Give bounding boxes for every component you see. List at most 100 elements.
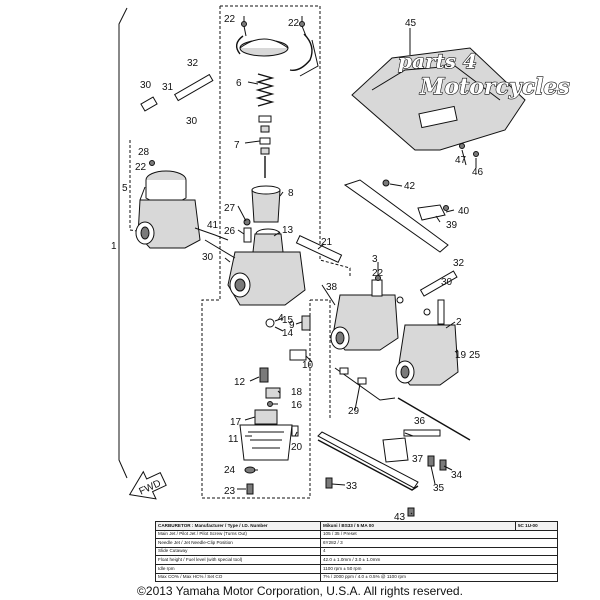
callout-30d: 30 xyxy=(441,277,453,288)
float xyxy=(254,409,278,425)
screw-22a xyxy=(241,21,247,27)
part-26 xyxy=(243,227,252,243)
fwd-arrow: FWD xyxy=(128,470,167,500)
rod-36 xyxy=(403,429,441,437)
callout-7: 7 xyxy=(234,140,240,151)
callout-20: 20 xyxy=(291,442,303,453)
callout-22d: 22 xyxy=(372,268,384,279)
hose-32 xyxy=(173,73,214,102)
callout-32b: 32 xyxy=(453,258,465,269)
callout-27: 27 xyxy=(224,203,236,214)
shaft-36 xyxy=(397,397,471,441)
hose-32b xyxy=(419,270,458,297)
bracket-39 xyxy=(417,204,446,221)
callout-36: 36 xyxy=(414,416,426,427)
washer-4 xyxy=(265,318,275,328)
screw-40 xyxy=(443,205,449,211)
spec-row: Needle Jet / Jet Needle-Clip Position 6Y… xyxy=(155,538,558,548)
spec-row: Max CO% / Max HC% / Set CO 7% / 2000 ppm… xyxy=(155,572,558,583)
callout-43: 43 xyxy=(394,512,406,523)
callout-42: 42 xyxy=(404,181,416,192)
callout-1: 1 xyxy=(111,241,117,252)
throttle-slide xyxy=(251,189,281,223)
shaft-41 xyxy=(204,239,236,259)
screw-35 xyxy=(427,455,435,467)
callout-21: 21 xyxy=(321,237,333,248)
callout-30c: 30 xyxy=(202,252,214,263)
callout-39: 39 xyxy=(446,220,458,231)
bar-42 xyxy=(343,179,449,253)
right-carburetors xyxy=(321,270,459,386)
callout-46: 46 xyxy=(472,167,484,178)
linkage-29 xyxy=(334,367,396,401)
center-carburetor xyxy=(204,218,343,495)
clip-right xyxy=(289,33,313,71)
watermark-line1: parts 4 xyxy=(398,49,477,73)
callout-45: 45 xyxy=(405,18,417,29)
spec-row-value: 7% / 2000 ppm / 4.0 ± 0.5% @ 1100 rpm xyxy=(320,572,558,583)
part-20 xyxy=(291,425,299,437)
callout-13: 13 xyxy=(282,225,294,236)
spec-row-label: Slide Cutaway xyxy=(155,546,321,557)
screw-33 xyxy=(325,477,333,489)
callout-19: 19 xyxy=(455,350,467,361)
spec-header-label: CARBURETOR : Manufacturer / Type / I.D. … xyxy=(155,521,321,531)
emblem-plate xyxy=(351,47,526,151)
callout-26: 26 xyxy=(224,226,236,237)
callout-47: 47 xyxy=(455,155,467,166)
spec-row: Slide Cutaway 4 xyxy=(155,546,558,557)
callout-15: 15 xyxy=(282,315,294,326)
left-carb-link xyxy=(194,227,229,241)
callout-4: 4 xyxy=(278,313,284,324)
spec-header-value: Mikuni / BS33 / 5 MA 00 xyxy=(320,521,516,531)
callout-5: 5 xyxy=(122,183,128,194)
washer xyxy=(259,137,271,145)
screw-34 xyxy=(439,459,447,471)
watermark-line2: Motorcycles xyxy=(419,74,570,100)
spec-row-value: 1100 rpm ± 50 rpm xyxy=(320,563,558,574)
callout-30b: 30 xyxy=(186,116,198,127)
callout-2: 2 xyxy=(456,317,462,328)
callout-8: 8 xyxy=(288,188,294,199)
callout-17: 17 xyxy=(230,417,242,428)
spec-row-value: 4 xyxy=(320,546,558,557)
callout-29: 29 xyxy=(348,406,360,417)
emblem-45: parts 4 Motorcycles xyxy=(351,47,570,157)
callout-16: 16 xyxy=(291,400,303,411)
spec-row-value: 105 / 35 / Preset xyxy=(320,529,558,540)
screw-23 xyxy=(246,483,254,495)
float-bowl xyxy=(239,424,293,461)
spec-row: Float height / Fuel level (with special … xyxy=(155,555,558,565)
callout-31: 31 xyxy=(162,82,174,93)
callout-25: 25 xyxy=(469,350,481,361)
needle-clip xyxy=(260,125,270,133)
part-9 xyxy=(301,315,311,331)
spec-row: Main Jet / Pilot Jet / Pilot Screw (Turn… xyxy=(155,529,558,540)
screw-22b xyxy=(299,21,305,27)
callout-41: 41 xyxy=(207,220,219,231)
left-carburetor xyxy=(135,73,229,249)
bar-43-lower xyxy=(317,439,419,491)
screw-22c xyxy=(149,160,155,166)
callout-35: 35 xyxy=(433,483,445,494)
top-cover-dome xyxy=(239,38,289,49)
spec-row-value: 6Y282 / 3 xyxy=(320,538,558,548)
right-kit-outline xyxy=(310,299,331,420)
callout-37: 37 xyxy=(412,454,424,465)
spec-row-label: Max CO% / Max HC% / Set CO xyxy=(155,572,321,583)
top-cap-group xyxy=(235,21,319,223)
spec-row-label: Main Jet / Pilot Jet / Pilot Screw (Turn… xyxy=(155,529,321,540)
screw-47 xyxy=(459,143,465,149)
bracket-37 xyxy=(382,437,409,463)
callout-3: 3 xyxy=(372,254,378,265)
spec-row-label: Float height / Fuel level (with special … xyxy=(155,555,321,565)
screw-16 xyxy=(267,401,273,407)
spec-row-label: Needle Jet / Jet Needle-Clip Position xyxy=(155,538,321,548)
spec-row: Idle rpm 1100 rpm ± 50 rpm xyxy=(155,563,558,574)
screw-12 xyxy=(259,367,269,383)
callout-numbers: 1 2 3 4 5 6 7 8 9 10 11 12 13 14 15 16 1… xyxy=(111,14,484,523)
linkage-parts xyxy=(317,179,471,517)
bracket-line xyxy=(299,39,319,77)
needle-retainer xyxy=(258,115,272,123)
